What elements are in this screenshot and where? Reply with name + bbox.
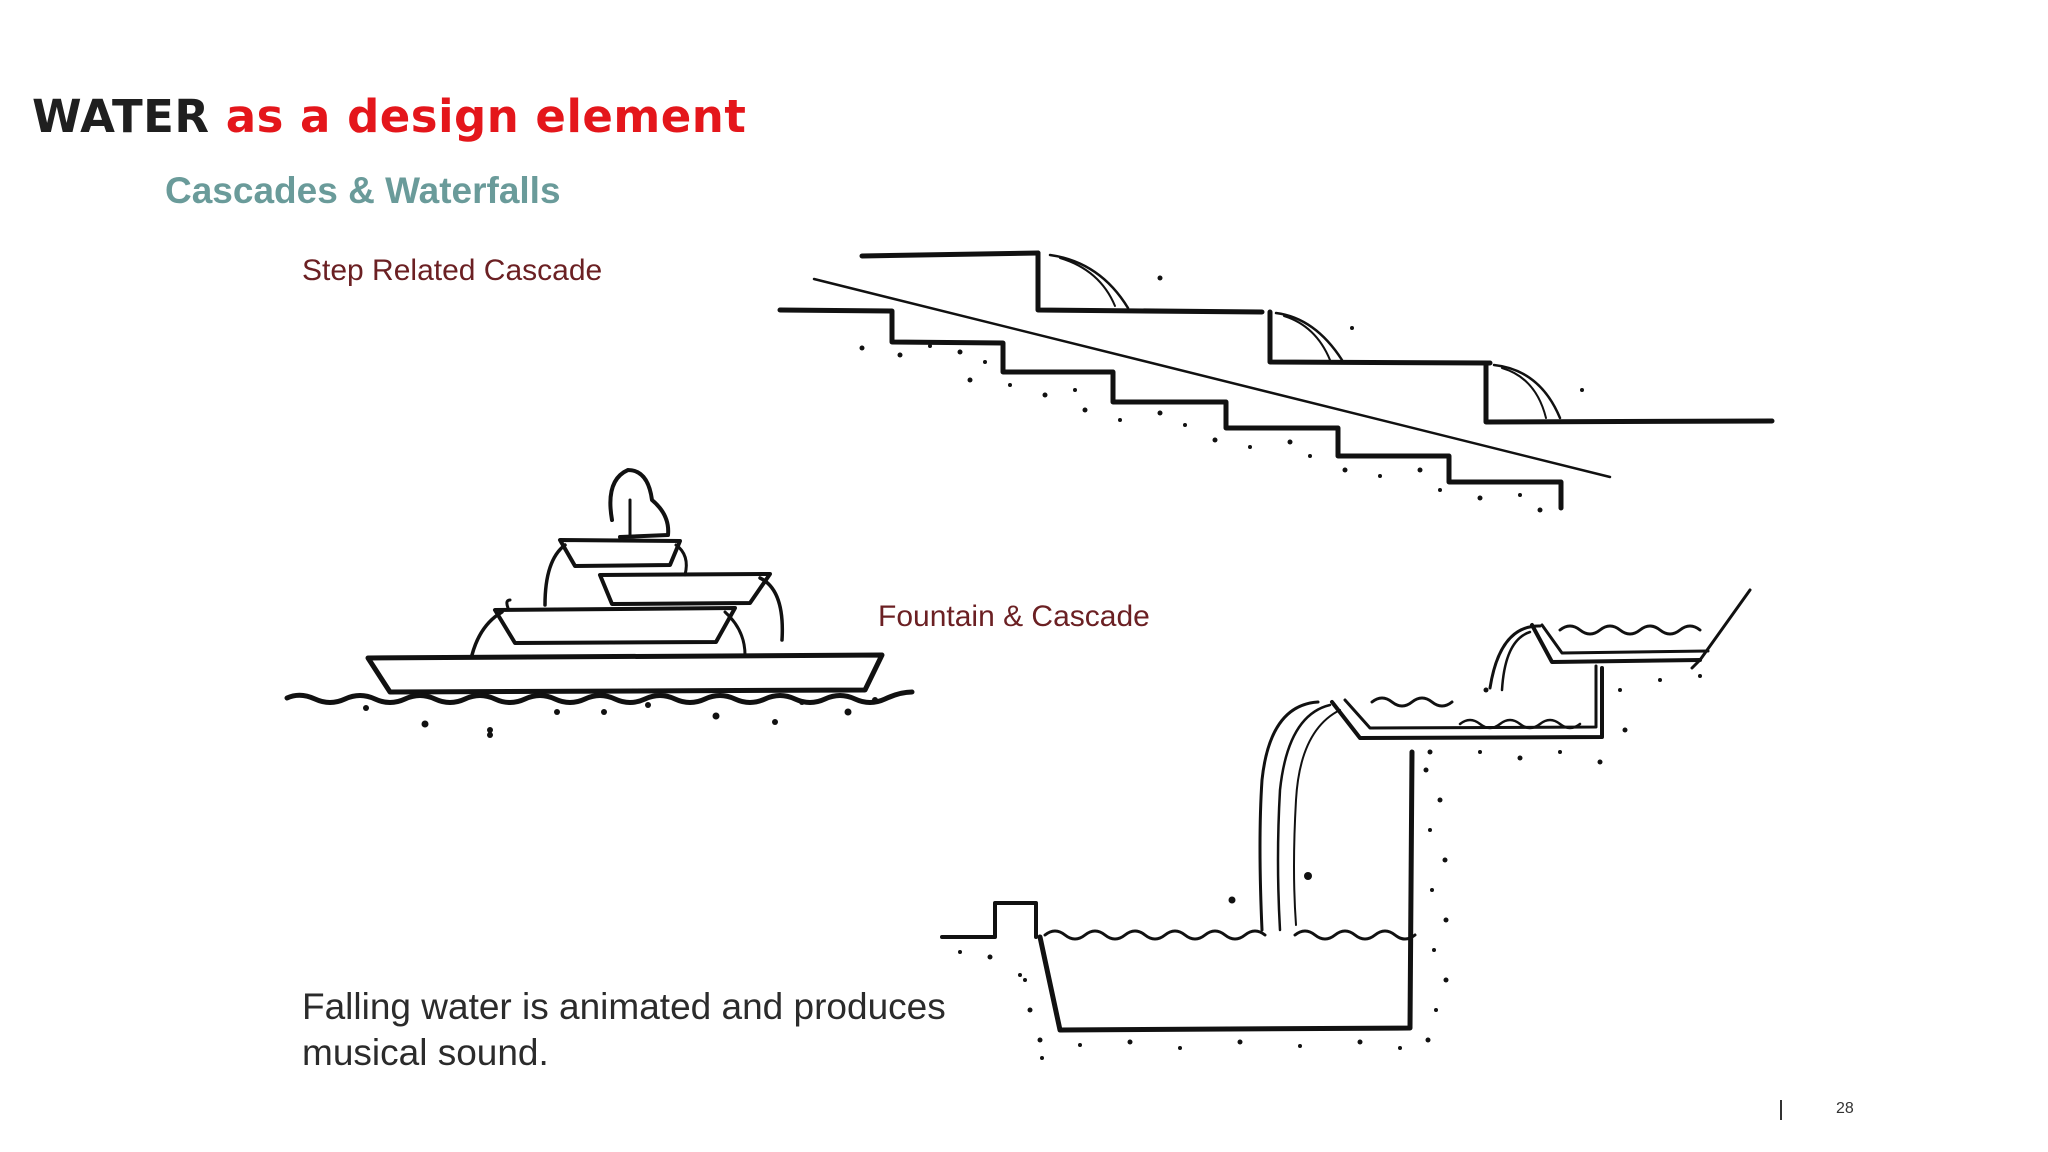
- fountain-cascade-section-illustration: [940, 588, 1752, 1060]
- slide-title: WATER as a design element: [32, 90, 746, 143]
- step-cascade-label: Step Related Cascade: [302, 254, 603, 287]
- fountain-gravel-dots: [363, 697, 878, 738]
- tiered-fountain-illustration: [284, 468, 915, 738]
- body-line-1: Falling water is animated and produces: [302, 986, 946, 1027]
- step-cascade-illustration: [777, 250, 1775, 513]
- body-line-2: musical sound.: [302, 1032, 549, 1073]
- title-word-water: WATER: [32, 90, 210, 143]
- page-number: 28: [1836, 1100, 1854, 1117]
- body-text: Falling water is animated and produces m…: [302, 984, 1022, 1076]
- title-accent: as a design element: [225, 90, 747, 143]
- footer-divider: [1780, 1100, 1782, 1120]
- fountain-cascade-label: Fountain & Cascade: [878, 600, 1150, 633]
- slide-subtitle: Cascades & Waterfalls: [165, 170, 561, 211]
- section-gravel-dots: [958, 674, 1702, 1060]
- step-gravel-dots: [859, 275, 1584, 513]
